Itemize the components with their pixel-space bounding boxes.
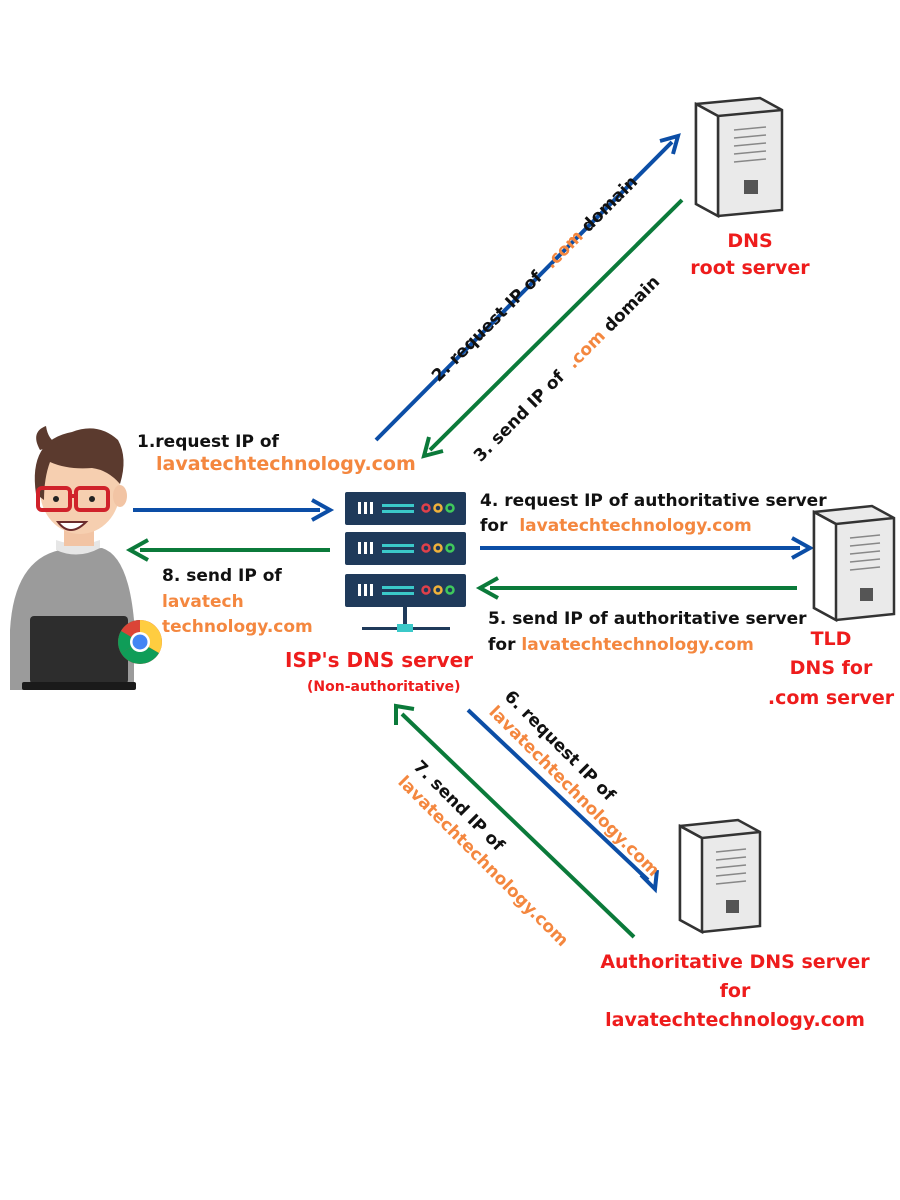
laptop-icon <box>22 616 136 690</box>
tower-server-icon <box>812 504 896 623</box>
chrome-icon <box>118 620 162 664</box>
root-server-line2: root server <box>690 256 810 279</box>
step-1-label: 1.request IP of lavatechtechnology.com <box>137 432 416 477</box>
root-server-line1: DNS <box>727 230 773 252</box>
arrow-step-2 <box>374 133 681 442</box>
rack-server-icon <box>345 492 466 632</box>
tower-server-icon <box>694 96 784 219</box>
step-8-label: 8. send IP of lavatech technology.com <box>162 564 313 641</box>
step-4-label: 4. request IP of authoritative server fo… <box>480 489 827 538</box>
step-8-domain-line2: technology.com <box>162 617 313 637</box>
step-4-domain: lavatechtechnology.com <box>519 515 752 536</box>
arrow-step-7 <box>394 703 636 939</box>
step-4-for: for <box>480 515 508 536</box>
isp-dns-server-title: ISP's DNS server <box>285 648 473 672</box>
step-1-domain: lavatechtechnology.com <box>156 453 416 476</box>
step-8-domain-line1: lavatech <box>162 591 244 612</box>
step-5-for: for <box>488 634 516 655</box>
step-8-text: 8. send IP of <box>162 566 282 586</box>
auth-server-line2: for <box>719 979 751 1002</box>
arrow-step-4 <box>480 536 815 560</box>
tld-server-line3: .com server <box>767 686 895 709</box>
arrow-step-8 <box>125 538 330 562</box>
arrow-step-3 <box>421 198 684 459</box>
auth-server-line1: Authoritative DNS server <box>600 951 870 973</box>
tld-server-line2: DNS for <box>789 657 873 680</box>
step-1-text: 1.request IP of <box>137 432 279 452</box>
step-5-text: 5. send IP of authoritative server <box>488 609 807 629</box>
auth-server-line3: lavatechtechnology.com <box>605 1008 865 1031</box>
arrow-step-1 <box>133 498 335 522</box>
arrow-step-6 <box>466 708 659 894</box>
tld-server-line1: TLD <box>810 628 852 650</box>
step-5-label: 5. send IP of authoritative server for l… <box>488 607 807 658</box>
isp-dns-server-subtitle: (Non-authoritative) <box>307 679 461 695</box>
step-5-domain: lavatechtechnology.com <box>521 634 754 655</box>
root-server-label: DNS root server <box>690 228 810 282</box>
tld-server-label: TLD DNS for .com server <box>766 625 896 713</box>
tower-server-icon <box>678 818 762 935</box>
authoritative-server-label: Authoritative DNS server for lavatechtec… <box>592 948 878 1035</box>
arrow-step-5 <box>475 576 797 600</box>
step-4-text: 4. request IP of authoritative server <box>480 491 827 511</box>
